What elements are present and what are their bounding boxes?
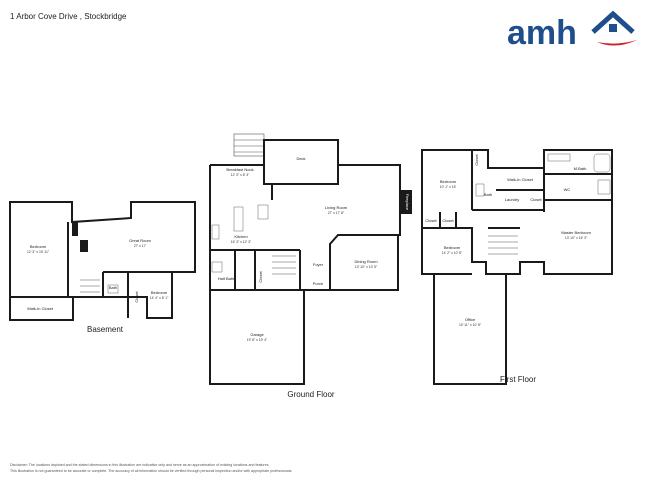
foyer-label: Foyer xyxy=(313,262,324,267)
amh-logo: amh xyxy=(507,10,637,52)
kitchen-counter xyxy=(257,204,269,220)
basement-bedroom2-label: Bedroom xyxy=(151,290,168,295)
first-bedroom2-label: Bedroom xyxy=(444,245,461,250)
half-bath-label: Half Bath xyxy=(218,276,234,281)
fireplace-label: Fireplace xyxy=(405,194,410,211)
fireplace-block xyxy=(400,190,412,214)
master-bedroom-dim: 13' 10" x 16' 3" xyxy=(565,236,588,240)
mbath-vanity xyxy=(547,153,571,162)
first-bath-label: Bath xyxy=(484,192,492,197)
dining-room-label: Dining Room xyxy=(354,259,378,264)
walkin-closet-label: Walk-In Closet xyxy=(507,177,534,182)
mbath-label: M.Bath xyxy=(574,166,587,171)
wc-label: WC xyxy=(564,187,571,192)
basement-bedroom1-label: Bedroom xyxy=(30,244,47,249)
disclaimer-line-2: This illustration is not guaranteed to b… xyxy=(10,469,293,473)
basement-bedroom2-dim: 14' 4" x 8' 1" xyxy=(150,296,169,300)
first-closet-mid-label: Closet xyxy=(530,197,542,202)
bath-tub xyxy=(593,153,611,173)
living-room-dim: 27' x 17' 8" xyxy=(328,211,345,215)
basement-plan: Bedroom 12' 3" x 15' 11" Great Room 27' … xyxy=(9,201,196,334)
basement-bedroom1-dim: 12' 3" x 15' 11" xyxy=(27,250,50,254)
hall-bath-vanity xyxy=(475,183,485,197)
kitchen-label: Kitchen xyxy=(234,234,247,239)
first-floor-plan: Bedroom 10' 1" x 15' Closet Walk-In Clos… xyxy=(421,149,613,385)
laundry-label: Laundry xyxy=(505,197,519,202)
garage-dim: 19' 8" x 19' 4" xyxy=(247,338,268,342)
basement-walkin-label: Walk-In Closet xyxy=(27,306,54,311)
logo-roof-icon xyxy=(591,10,635,34)
kitchen-island xyxy=(233,206,244,232)
first-closet-top-label: Closet xyxy=(474,153,479,165)
ground-floor-plan: Fireplace Deck Breakfast Nook 12' 3" x 8… xyxy=(209,133,412,399)
basement-stair-post xyxy=(80,240,88,252)
first-bedroom2-dim: 14' 2" x 10' 8" xyxy=(442,251,463,255)
first-bedroom1-dim: 10' 1" x 15' xyxy=(440,185,457,189)
first-closet-b-label: Closet xyxy=(442,218,454,223)
first-floor-label: First Floor xyxy=(500,375,536,384)
ground-closet-label: Closet xyxy=(258,270,263,282)
ground-floor-label: Ground Floor xyxy=(287,390,334,399)
basement-bath-sink xyxy=(107,284,119,294)
kitchen-dim: 16' 3" x 12' 3" xyxy=(231,240,252,244)
breakfast-nook-label: Breakfast Nook xyxy=(226,167,253,172)
first-closet-a-label: Closet xyxy=(425,218,437,223)
kitchen-sink xyxy=(211,224,220,240)
deck-label: Deck xyxy=(296,156,305,161)
shower xyxy=(597,179,611,195)
dining-room-dim: 13' 10" x 13' 5" xyxy=(355,265,378,269)
first-bedroom1-label: Bedroom xyxy=(440,179,457,184)
office-dim: 10' 11" x 10' 8" xyxy=(459,323,482,327)
garage-label: Garage xyxy=(250,332,264,337)
basement-floor-label: Basement xyxy=(87,325,124,334)
basement-bath-label: Bath xyxy=(109,285,117,290)
logo-window-icon xyxy=(609,24,617,32)
logo-text: amh xyxy=(507,14,577,52)
basement-great-room-dim: 27' x 17' xyxy=(134,244,147,248)
disclaimer-line-1: Disclaimer: The locations depicted and t… xyxy=(10,463,270,467)
deck-stairs xyxy=(233,133,265,157)
living-room-label: Living Room xyxy=(325,205,348,210)
basement-great-room-label: Great Room xyxy=(129,238,151,243)
kitchen-range xyxy=(211,261,223,273)
office-label: Office xyxy=(465,317,476,322)
breakfast-nook-dim: 12' 3" x 8' 3" xyxy=(231,173,250,177)
master-bedroom-label: Master Bedroom xyxy=(561,230,591,235)
basement-closet-block xyxy=(72,222,78,236)
property-address: 1 Arbor Cove Drive , Stockbridge xyxy=(10,12,127,21)
disclaimer: Disclaimer: The locations depicted and t… xyxy=(10,462,510,474)
porch-label: Porch xyxy=(313,281,323,286)
basement-closet-label: Closet xyxy=(134,290,139,302)
logo-swoosh-icon xyxy=(597,40,637,46)
